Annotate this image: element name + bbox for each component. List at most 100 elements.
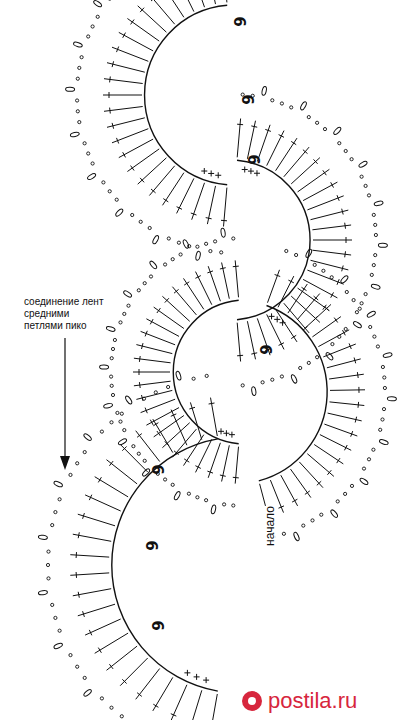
stitch-bar	[189, 407, 195, 409]
stitch	[172, 287, 196, 315]
picot	[359, 477, 369, 485]
stitch	[314, 445, 343, 464]
watermark: postila.ru	[268, 690, 357, 712]
chain-stitch	[110, 357, 113, 360]
stitch	[136, 669, 160, 700]
chain-stitch	[119, 420, 122, 423]
stitch	[119, 139, 153, 158]
stitch	[153, 677, 173, 711]
stitch-bar	[171, 414, 177, 416]
stitch-bar	[195, 276, 200, 279]
chain-stitch	[307, 361, 310, 364]
picot	[182, 239, 189, 249]
chain-stitch	[345, 290, 348, 293]
chain-stitch	[220, 251, 223, 254]
picot	[83, 688, 92, 697]
stitch-bar	[145, 331, 147, 337]
stitch-bar	[78, 592, 79, 598]
chain-stitch	[313, 263, 316, 266]
chain-stitch	[374, 233, 377, 236]
stitch	[141, 399, 176, 412]
chain-stitch	[148, 226, 151, 229]
chain-stitch	[205, 242, 208, 245]
stitch-bar	[76, 552, 77, 558]
chain-stitch	[113, 338, 116, 341]
stitch-bar	[344, 251, 346, 257]
stitch	[276, 309, 297, 342]
stitch	[127, 19, 159, 42]
stitch-bar	[207, 271, 213, 273]
stitch-bar	[331, 182, 334, 187]
chain-stitch	[209, 250, 212, 253]
stitch-bar	[109, 664, 113, 669]
picot	[383, 352, 393, 358]
row-count: 9	[234, 16, 249, 26]
chain-stitch	[58, 629, 61, 632]
stitch-bar	[345, 445, 348, 450]
stitch	[330, 389, 365, 391]
stitch	[281, 475, 298, 506]
stitch-bar	[117, 138, 119, 144]
chain-stitch	[142, 397, 145, 400]
joining-note: соединение лент средними петлями пико	[24, 296, 106, 332]
stitch-bar	[337, 279, 339, 285]
chain-stitch	[331, 343, 334, 346]
chain-stitch	[302, 524, 305, 527]
chain-stitch	[116, 411, 119, 414]
stitch-bar	[109, 108, 111, 114]
stitch-bar	[139, 356, 141, 362]
chain-stitch	[374, 254, 377, 257]
stitch	[208, 266, 220, 301]
chain-stitch	[360, 175, 363, 178]
picot	[38, 590, 47, 595]
stitch-bar	[358, 402, 360, 408]
watermark-logo-hole	[248, 697, 256, 705]
chain-stitch	[307, 116, 310, 119]
picot	[152, 235, 160, 245]
chain-stitch	[108, 0, 111, 1]
chain-stitch	[167, 237, 170, 240]
stitch-bar	[233, 266, 239, 268]
chain-stitch	[78, 121, 81, 124]
chain-stitch	[232, 237, 235, 240]
chain-stitch	[137, 289, 140, 292]
chain-stitch	[370, 273, 373, 276]
stitch-bar	[150, 319, 153, 324]
stitch-bar	[184, 459, 189, 462]
picot	[358, 160, 368, 168]
chain-stitch	[149, 275, 152, 278]
stitch-bar	[288, 280, 293, 283]
stitch-bar	[140, 8, 144, 12]
stitch	[307, 270, 343, 284]
stitch	[330, 402, 365, 406]
stitch-bar	[349, 343, 351, 349]
stitch-bar	[237, 124, 243, 126]
chain-stitch	[87, 35, 90, 38]
stitch	[138, 158, 167, 184]
stitch	[184, 435, 204, 466]
chain-stitch	[367, 194, 370, 197]
chain-stitch	[372, 264, 375, 267]
chain-stitch	[261, 381, 264, 384]
chain-stitch	[299, 366, 302, 369]
stitch	[153, 419, 173, 453]
stitch	[163, 173, 184, 206]
stitch-bar	[314, 296, 319, 300]
single-crochet	[184, 670, 190, 676]
single-crochet	[254, 170, 260, 176]
single-crochet	[208, 170, 214, 176]
picot	[305, 248, 313, 258]
chain-stitch	[271, 99, 274, 102]
chain-stitch	[205, 374, 208, 377]
chain-stitch	[350, 484, 353, 487]
chain-stitch	[164, 263, 167, 266]
stitch	[299, 462, 323, 488]
stitch-bar	[139, 369, 140, 375]
picot	[106, 326, 116, 333]
picot	[251, 386, 256, 396]
stitch	[112, 47, 148, 61]
stitch-bar	[354, 358, 356, 364]
stitch	[303, 182, 337, 201]
stitch	[329, 374, 364, 379]
stitch	[177, 178, 194, 213]
